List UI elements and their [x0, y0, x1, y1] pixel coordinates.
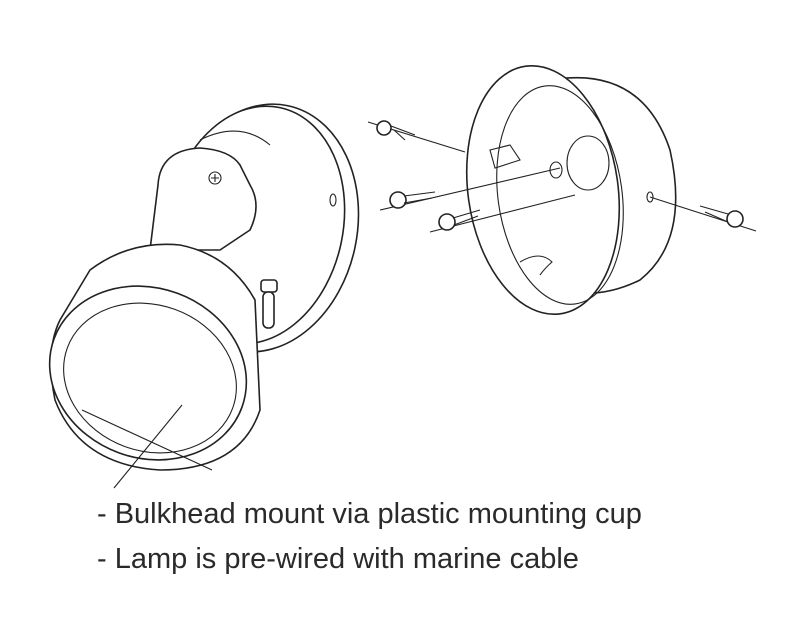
cable-hole-icon — [566, 135, 610, 191]
screws — [367, 120, 757, 233]
screw-hole-icon — [329, 193, 337, 207]
lamp-swivel-arm — [149, 147, 257, 251]
mounting-cup — [465, 64, 677, 316]
toggle-switch — [260, 279, 278, 329]
caption-line-mounting: - Bulkhead mount via plastic mounting cu… — [97, 498, 642, 530]
screw-icon — [389, 191, 407, 209]
screw-head-icon — [208, 171, 222, 185]
lamp-head — [48, 243, 261, 489]
caption-line-wiring: - Lamp is pre-wired with marine cable — [97, 543, 579, 575]
